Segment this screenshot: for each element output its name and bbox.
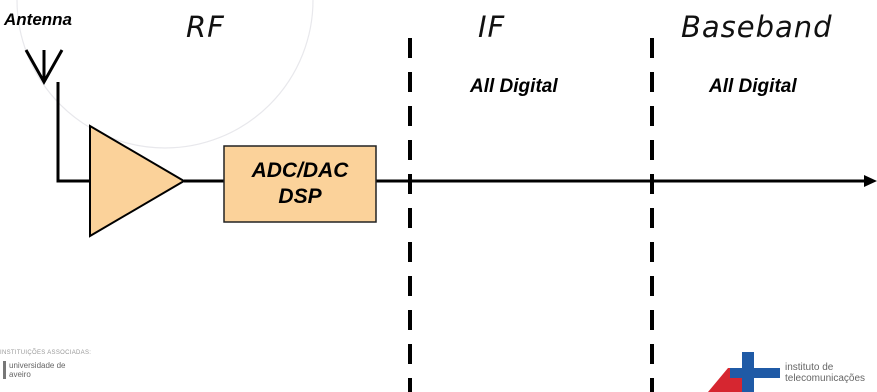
signal-path-antenna <box>56 82 90 183</box>
adc-dsp-block-text: ADC/DAC DSP <box>224 146 376 222</box>
if-all-digital-label: All Digital <box>470 76 558 97</box>
rf-section-title: RF <box>186 10 225 44</box>
dsp-label: DSP <box>278 185 322 208</box>
ua-caption: INSTITUIÇÕES ASSOCIADAS: <box>0 350 92 356</box>
baseband-section-title: Baseband <box>681 10 833 44</box>
baseband-all-digital-label: All Digital <box>709 76 797 97</box>
adc-dsp-block <box>223 145 377 223</box>
antenna-label: Antenna <box>4 10 72 29</box>
background-arc <box>16 0 314 149</box>
adc-dac-label: ADC/DAC <box>251 159 349 182</box>
it-logo-icon <box>708 352 780 392</box>
if-section-title: IF <box>478 10 506 44</box>
it-logo-text: instituto de telecomunicações <box>785 362 866 384</box>
arrow-head-icon <box>864 175 877 187</box>
antenna-icon <box>24 49 64 86</box>
amplifier-triangle <box>89 124 186 238</box>
ua-logo-text: universidade de aveiro <box>9 361 66 379</box>
ua-logo-mark <box>3 361 6 379</box>
